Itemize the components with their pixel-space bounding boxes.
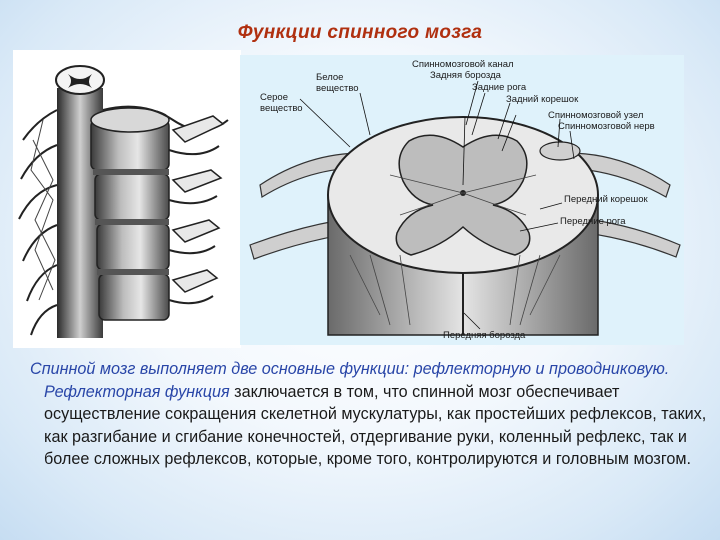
label-anterior-horns: Передние рога bbox=[560, 216, 626, 227]
label-gray-matter-2: вещество bbox=[260, 103, 303, 114]
label-posterior-sulcus: Задняя борозда bbox=[430, 70, 501, 81]
label-spinal-canal: Спинномозговой канал bbox=[412, 59, 514, 70]
label-gray-matter-1: Серое bbox=[260, 92, 288, 103]
spinal-cord-cross-section-diagram: Спинномозговой канал Задняя борозда Бело… bbox=[240, 55, 684, 345]
label-white-matter-2: вещество bbox=[316, 83, 359, 94]
body-emphasis: Спинной мозг выполняет две основные функ… bbox=[30, 360, 670, 401]
label-posterior-root: Задний корешок bbox=[506, 94, 579, 105]
vertebral-column-illustration bbox=[13, 50, 241, 348]
label-anterior-fissure: Передняя борозда bbox=[443, 330, 526, 341]
label-anterior-root: Передний корешок bbox=[564, 194, 648, 205]
body-rest: заключается в том, что спинной мозг обес… bbox=[44, 382, 707, 469]
label-spinal-nerve: Спинномозговой нерв bbox=[558, 121, 655, 132]
body-paragraph: Спинной мозг выполняет две основные функ… bbox=[30, 358, 709, 471]
label-white-matter-1: Белое bbox=[316, 72, 344, 83]
label-spinal-ganglion: Спинномозговой узел bbox=[548, 110, 644, 121]
label-posterior-horns: Задние рога bbox=[472, 82, 527, 93]
slide-title: Функции спинного мозга bbox=[237, 22, 483, 43]
